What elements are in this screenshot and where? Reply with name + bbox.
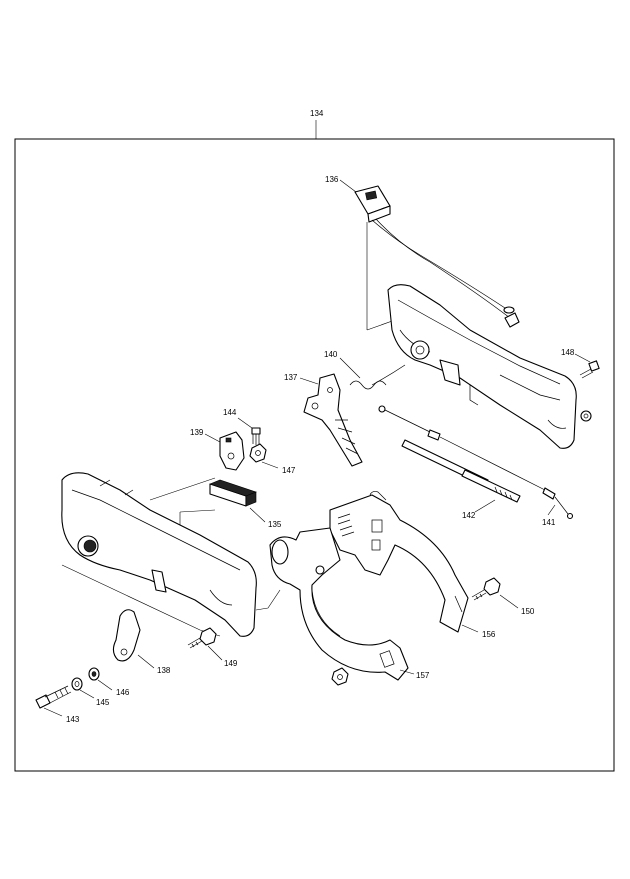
label-136: 136 [325,175,339,184]
part-150-bolt [471,577,501,601]
part-139-bracket [219,431,245,471]
part-138-lever [112,609,141,662]
part-147-nut [249,443,267,463]
part-140-spring [349,364,406,390]
label-140: 140 [324,350,338,359]
part-148-screw [579,360,600,379]
label-142: 142 [462,511,476,520]
label-144: 144 [223,408,237,417]
part-157-clamp-lower [269,527,409,681]
assembly-number-label: 134 [310,109,324,118]
label-137: 137 [284,373,298,382]
label-145: 145 [96,698,110,707]
part-149-bolt [187,627,217,649]
part-142-cable-tube [401,439,521,503]
part-135-pad [209,479,257,507]
label-157: 157 [416,671,430,680]
label-148: 148 [561,348,575,357]
part-143-bolt [35,685,72,709]
assembly-frame [14,138,615,772]
right-handle-half [387,284,592,449]
label-147: 147 [282,466,296,475]
part-136-switch [354,185,520,331]
part-137-throttle-trigger [303,373,363,467]
part-144-screw [251,427,261,445]
left-handle-half [61,472,257,637]
clamp-nut [331,667,349,686]
label-135: 135 [268,520,282,529]
label-149: 149 [224,659,238,668]
label-146: 146 [116,688,130,697]
label-141: 141 [542,518,556,527]
label-156: 156 [482,630,496,639]
label-150: 150 [521,607,535,616]
part-146-nut [88,667,100,681]
label-138: 138 [157,666,171,675]
part-145-washer [71,677,83,691]
part-156-clamp-upper [329,491,469,633]
label-139: 139 [190,428,204,437]
part-141-throttle-cable [378,405,574,520]
label-143: 143 [66,715,80,724]
